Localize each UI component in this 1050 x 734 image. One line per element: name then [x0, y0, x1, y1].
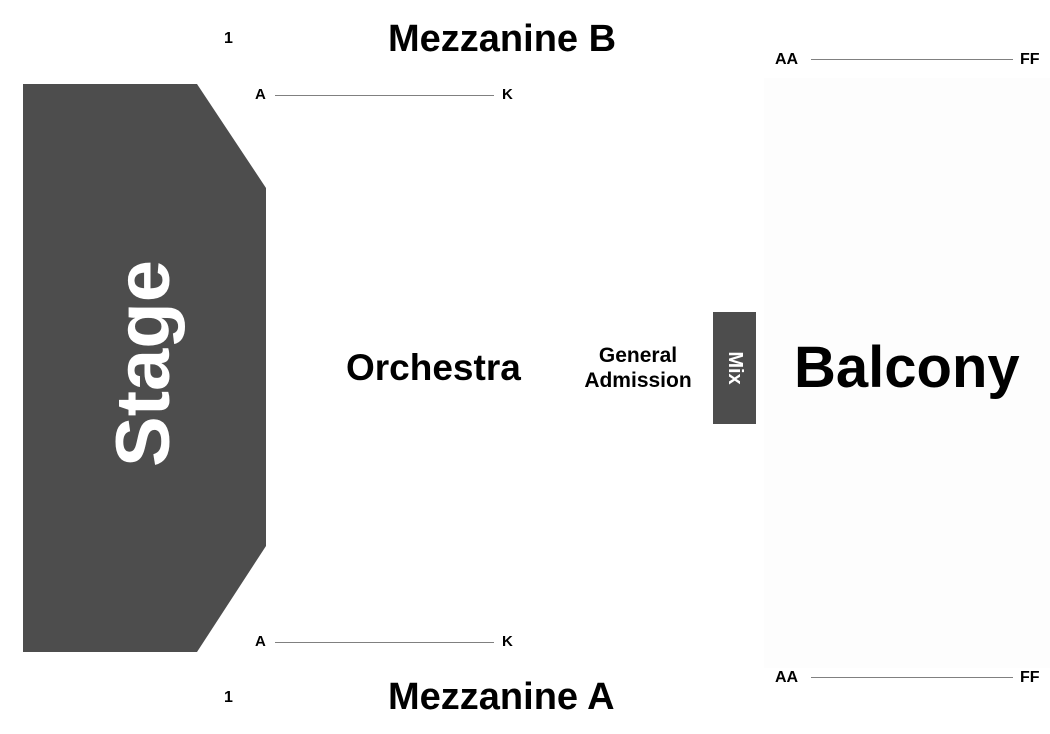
balcony-bottom-row-line — [811, 677, 1013, 678]
balcony-area — [764, 78, 1050, 668]
balcony-top-row-line — [811, 59, 1013, 60]
mezzanine-b-row-line — [275, 95, 494, 96]
mezzanine-a-row-start: A — [255, 633, 266, 650]
balcony-top-row-start: AA — [775, 51, 799, 68]
general-admission-line1: General — [598, 344, 678, 367]
balcony-bottom-row-start: AA — [775, 669, 799, 686]
mix-label: Mix — [724, 351, 746, 385]
balcony-top-row-end: FF — [1020, 51, 1040, 68]
mezzanine-b-seat-start: 1 — [224, 30, 233, 47]
mezzanine-a-seat-start: 1 — [224, 689, 233, 706]
balcony-bottom-row-end: FF — [1020, 669, 1040, 686]
mezzanine-b-row-end: K — [502, 86, 513, 103]
mezzanine-a-row-end: K — [502, 633, 513, 650]
balcony-title[interactable]: Balcony — [794, 335, 1020, 400]
general-admission-line2: Admission — [584, 369, 692, 392]
mix-booth: Mix — [713, 312, 756, 424]
mezzanine-a-title[interactable]: Mezzanine A — [388, 676, 615, 718]
mezzanine-b-row-start: A — [255, 86, 266, 103]
orchestra-title[interactable]: Orchestra — [346, 347, 521, 388]
stage-label: Stage — [101, 260, 186, 467]
mezzanine-a-row-line — [275, 642, 494, 643]
general-admission-label[interactable]: General Admission — [572, 343, 704, 393]
mezzanine-b-title[interactable]: Mezzanine B — [388, 18, 617, 60]
